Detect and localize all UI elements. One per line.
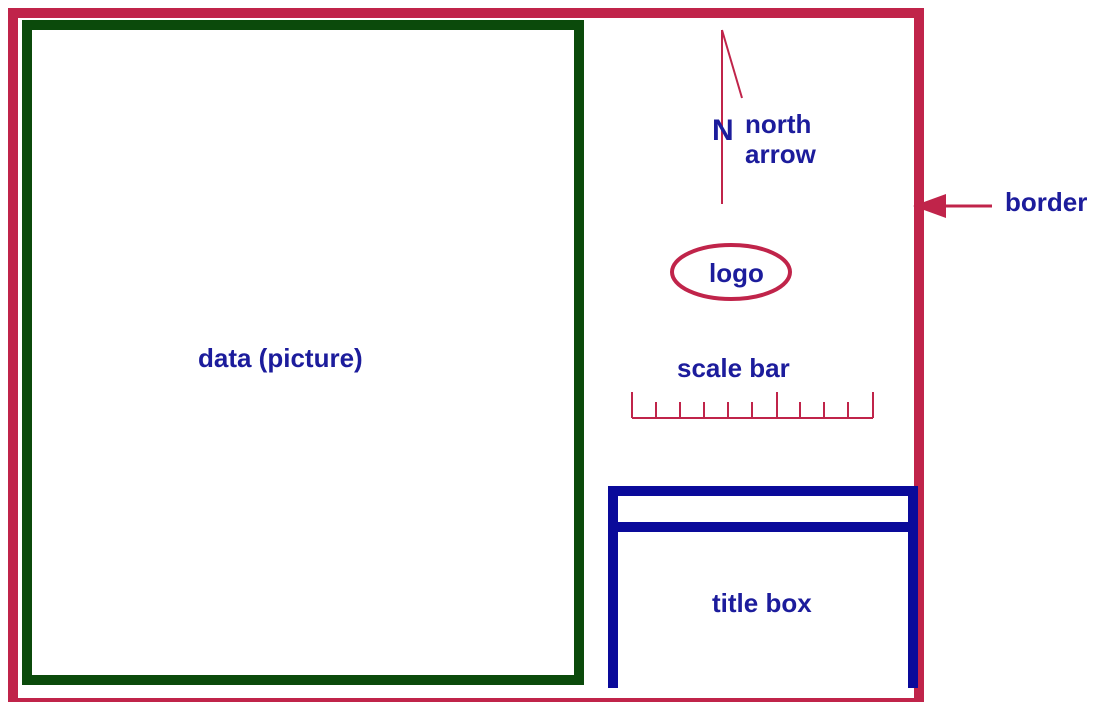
north-arrow-label-line2: arrow bbox=[745, 139, 816, 169]
north-arrow-letter: N bbox=[712, 114, 734, 147]
border-label: border bbox=[1005, 187, 1088, 217]
title-box-divider bbox=[608, 522, 918, 532]
data-picture-label: data (picture) bbox=[198, 343, 363, 373]
logo-ellipse bbox=[670, 243, 792, 301]
north-arrow-label-line1: north bbox=[745, 109, 812, 139]
scale-bar-ruler bbox=[631, 392, 874, 419]
scale-bar-label: scale bar bbox=[677, 353, 790, 383]
logo-label: logo bbox=[709, 258, 764, 288]
title-box-label: title box bbox=[712, 588, 812, 618]
data-picture-frame bbox=[22, 20, 584, 685]
border-pointer-head bbox=[913, 194, 946, 218]
north-arrow-head bbox=[721, 29, 743, 99]
title-box-frame bbox=[608, 486, 918, 688]
